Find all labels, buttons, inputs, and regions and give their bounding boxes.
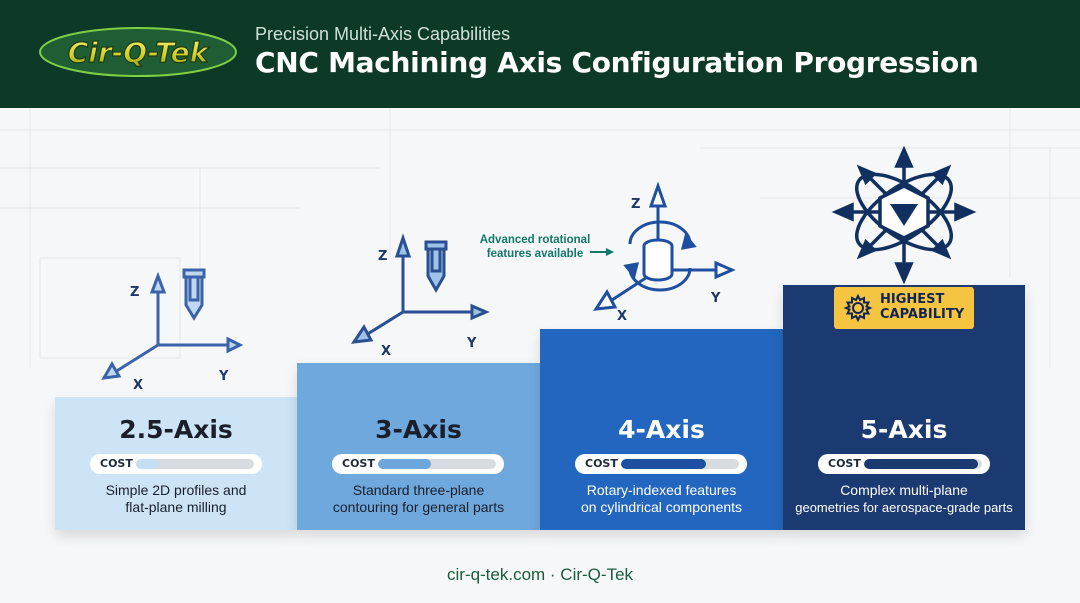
badge-text: HIGHEST CAPABILITY bbox=[880, 292, 964, 322]
step-description: Complex multi-plane geometries for aeros… bbox=[789, 482, 1019, 516]
page-title: CNC Machining Axis Configuration Progres… bbox=[255, 46, 979, 79]
cost-track bbox=[864, 459, 982, 469]
highest-capability-badge: HIGHEST CAPABILITY bbox=[834, 287, 974, 329]
step-title: 5-Axis bbox=[860, 415, 948, 444]
cost-fill bbox=[864, 459, 979, 469]
annotation-line: features available bbox=[486, 248, 584, 260]
step-description: Standard three-plane contouring for gene… bbox=[303, 482, 534, 516]
cost-track bbox=[136, 459, 254, 469]
badge-line: CAPABILITY bbox=[880, 307, 965, 322]
step-3-axis: 3-Axis COST Standard three-plane contour… bbox=[297, 363, 540, 530]
desc-line: Rotary-indexed features bbox=[586, 482, 737, 498]
desc-line: on cylindrical components bbox=[580, 499, 743, 515]
footer-credit: cir-q-tek.com · Cir-Q-Tek bbox=[446, 565, 634, 584]
cost-meter: COST bbox=[332, 454, 504, 474]
cost-track bbox=[378, 459, 496, 469]
svg-text:Cir-Q-Tek: Cir-Q-Tek bbox=[68, 36, 211, 69]
desc-line: contouring for general parts bbox=[332, 499, 505, 515]
annotation-line: Advanced rotational bbox=[479, 234, 591, 246]
step-title: 3-Axis bbox=[375, 415, 462, 444]
background-grid bbox=[0, 108, 1080, 368]
desc-line: flat-plane milling bbox=[125, 499, 227, 515]
step-description: Simple 2D profiles and flat-plane millin… bbox=[61, 482, 291, 516]
cost-track bbox=[621, 459, 739, 469]
step-title: 2.5-Axis bbox=[119, 415, 233, 444]
cost-label: COST bbox=[828, 457, 861, 470]
cost-meter: COST bbox=[575, 454, 747, 474]
desc-line: Standard three-plane bbox=[352, 482, 485, 498]
cost-fill bbox=[378, 459, 432, 469]
cost-meter: COST bbox=[90, 454, 262, 474]
step-2-5-axis: 2.5-Axis COST Simple 2D profiles and fla… bbox=[55, 397, 297, 530]
desc-line: Simple 2D profiles and bbox=[105, 482, 247, 498]
cost-fill bbox=[136, 459, 160, 469]
step-description: Rotary-indexed features on cylindrical c… bbox=[546, 482, 777, 516]
header-banner: Cir-Q-Tek Precision Multi-Axis Capabilit… bbox=[0, 0, 1080, 108]
cost-label: COST bbox=[585, 457, 618, 470]
cost-meter: COST bbox=[818, 454, 990, 474]
rotational-annotation: Advanced rotational features available bbox=[470, 233, 600, 261]
cost-label: COST bbox=[342, 457, 375, 470]
step-title: 4-Axis bbox=[618, 415, 705, 444]
step-4-axis: 4-Axis COST Rotary-indexed features on c… bbox=[540, 329, 783, 530]
desc-line: Complex multi-plane bbox=[840, 482, 968, 498]
cir-q-tek-logo: Cir-Q-Tek bbox=[39, 27, 237, 77]
cost-fill bbox=[621, 459, 706, 469]
desc-line: geometries for aerospace-grade parts bbox=[795, 500, 1013, 515]
header-subtitle: Precision Multi-Axis Capabilities bbox=[255, 24, 511, 44]
cost-label: COST bbox=[100, 457, 133, 470]
gear-icon bbox=[843, 293, 873, 323]
badge-line: HIGHEST bbox=[880, 292, 945, 307]
